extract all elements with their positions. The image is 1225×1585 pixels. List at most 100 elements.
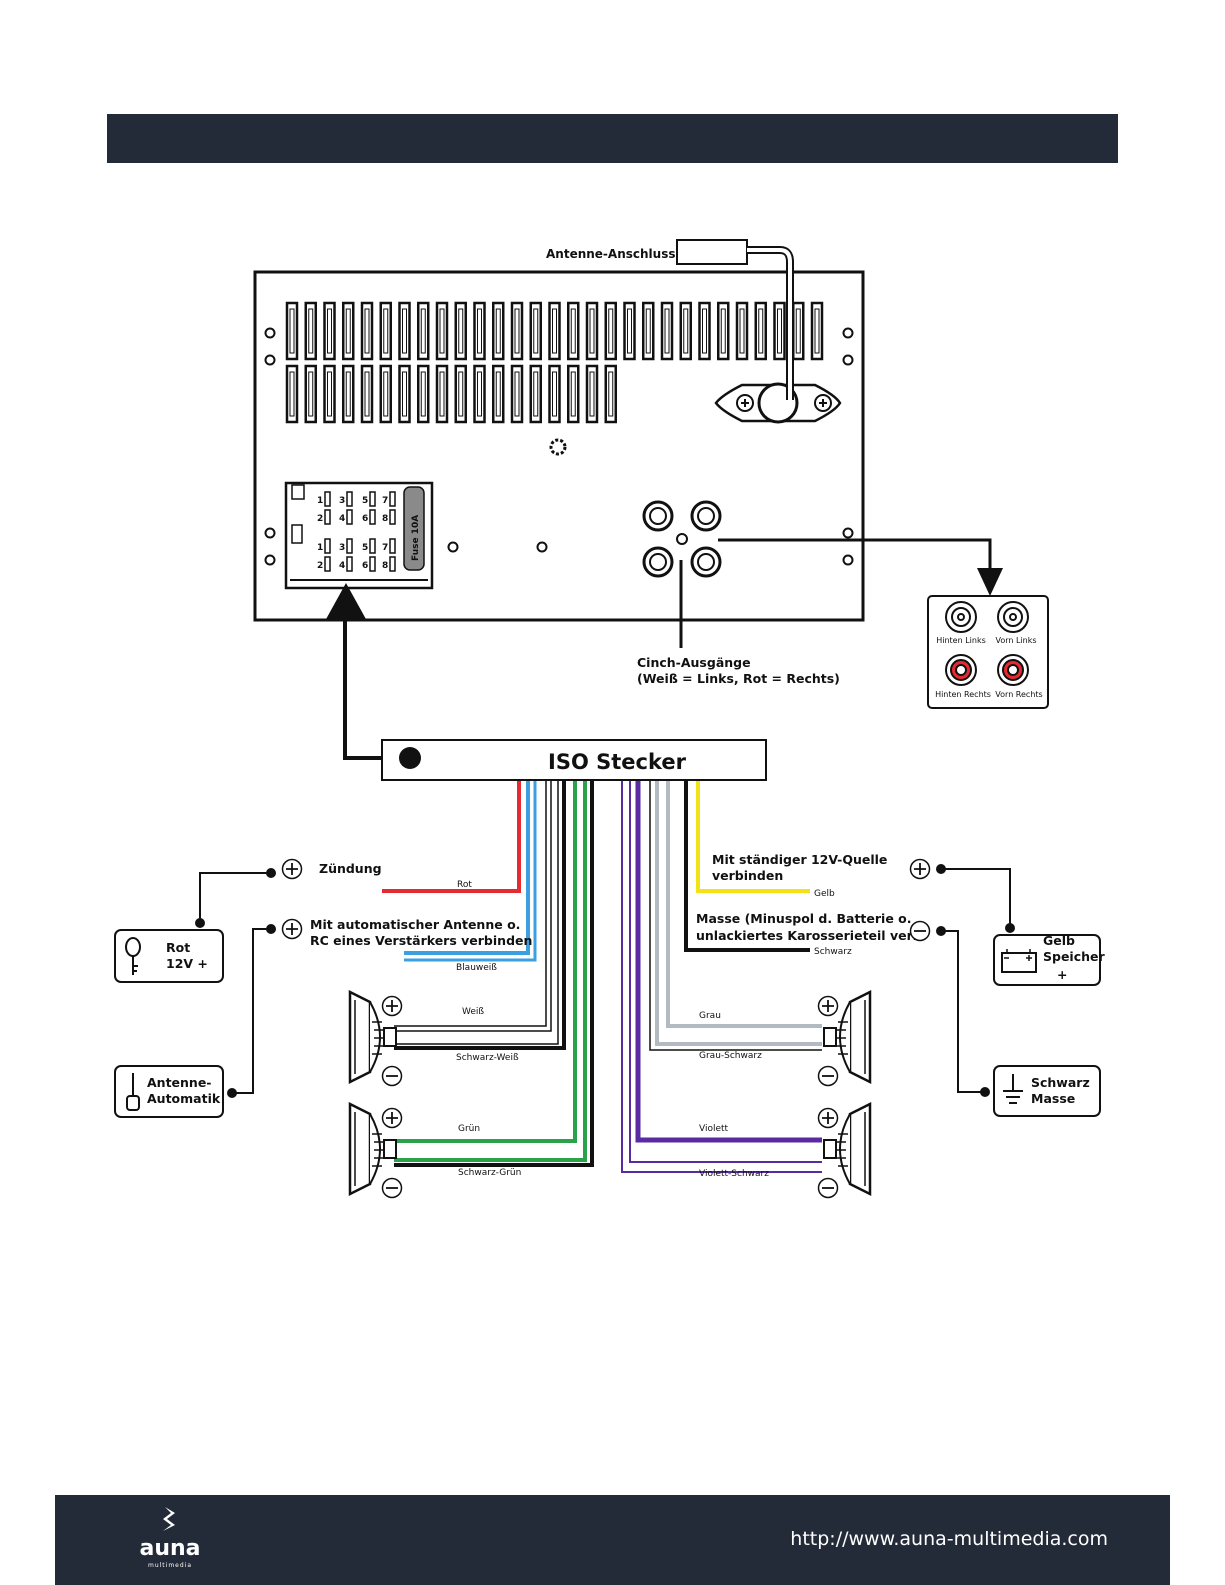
pin-slot xyxy=(346,509,353,525)
wire-label-grau: Grau xyxy=(699,1011,721,1021)
vent-slot xyxy=(473,364,486,424)
pin-slot xyxy=(389,556,396,572)
pin-slot xyxy=(369,509,376,525)
wire-label-blauweiss: Blauweiß xyxy=(456,963,497,973)
battery-box-line1: Gelb xyxy=(1043,933,1075,948)
mounting-holes xyxy=(264,327,854,566)
vent-slot xyxy=(285,301,299,361)
vent-slot xyxy=(567,301,580,361)
pin-slot xyxy=(324,538,331,554)
vent-slot xyxy=(435,301,449,361)
svg-text:auna: auna xyxy=(139,1536,200,1561)
pin-slot xyxy=(369,538,376,554)
vent-slot xyxy=(417,301,430,361)
terminal-battery-plus xyxy=(909,858,1015,933)
auto-antenna-box-line1: Antenne- xyxy=(147,1075,212,1090)
terminal-antenna-plus xyxy=(227,918,303,1098)
vent-slot xyxy=(454,364,467,424)
cinch-label-line1: Cinch-Ausgänge xyxy=(637,655,751,670)
wire-label-gruen: Grün xyxy=(458,1124,480,1134)
pin-number: 4 xyxy=(339,561,345,571)
speaker-front-right xyxy=(817,989,872,1087)
pin-number: 1 xyxy=(317,496,323,506)
wire-violett xyxy=(621,781,822,1173)
ground-box: Schwarz Masse xyxy=(993,1065,1101,1117)
auna-logo: auna multimedia xyxy=(139,1507,201,1569)
ground-text-line1: Masse (Minuspol d. Batterie o. xyxy=(696,911,912,926)
vent-slot xyxy=(735,301,749,361)
iso-plug-dot xyxy=(399,747,421,769)
rca-label-rear-right: Hinten Rechts xyxy=(935,690,991,699)
constant-12v-text-line2: verbinden xyxy=(712,868,783,883)
iso-plug-box xyxy=(381,739,767,781)
wire-gruen xyxy=(394,781,577,1143)
wire-schwarz-weiss xyxy=(394,781,566,1050)
key-box-line2: 12V + xyxy=(166,956,208,971)
vent-slot xyxy=(379,301,392,361)
vent-slot xyxy=(342,301,355,361)
ignition-label: Zündung xyxy=(319,861,382,876)
key-box-line1: Rot xyxy=(166,940,190,955)
pin-number: 3 xyxy=(339,543,345,553)
vent-slot xyxy=(529,301,542,361)
vent-slot xyxy=(323,301,336,361)
pin-slot xyxy=(346,491,353,507)
vent-slot xyxy=(754,301,767,361)
vent-slot xyxy=(773,301,786,361)
pin-number: 3 xyxy=(339,496,345,506)
vent-slot xyxy=(623,301,636,361)
rca-output-box: Hinten Links Vorn Links Hinten Rechts Vo… xyxy=(927,595,1049,709)
vent-slot xyxy=(698,301,711,361)
rca-label-front-right: Vorn Rechts xyxy=(995,690,1042,699)
vent-slot xyxy=(285,364,299,424)
gear-icon xyxy=(549,438,567,456)
battery-box-line2: Speicher xyxy=(1043,949,1105,964)
iso-to-unit-arrowhead xyxy=(325,583,367,621)
iso-plug-label: ISO Stecker xyxy=(548,750,687,774)
wire-label-grau-schwarz: Grau-Schwarz xyxy=(699,1051,762,1061)
antenna-socket xyxy=(714,382,842,424)
rca-label-rear-left: Hinten Links xyxy=(936,636,986,645)
vent-slot xyxy=(398,364,411,424)
wire-weiss xyxy=(394,781,552,1032)
battery-box: Gelb Speicher + xyxy=(993,933,1105,986)
vent-slots-top-row xyxy=(285,301,824,361)
svg-text:multimedia: multimedia xyxy=(148,1562,192,1569)
key-icon xyxy=(125,937,141,975)
footer-bar: auna multimedia http://www.auna-multimed… xyxy=(55,1495,1170,1585)
pin-slot xyxy=(369,556,376,572)
footer-url-link[interactable]: http://www.auna-multimedia.com xyxy=(790,1528,1108,1550)
ground-text-line2: unlackiertes Karosserieteil verb. xyxy=(696,928,926,943)
pin-number: 7 xyxy=(382,543,388,553)
vent-slot xyxy=(604,301,617,361)
vent-slot xyxy=(323,364,336,424)
wiring-diagram: Antenne-Anschluss Fuse 10A 1234567812345… xyxy=(114,239,1105,1199)
ground-box-line2: Masse xyxy=(1031,1091,1075,1106)
wire-label-schwarz-gruen: Schwarz-Grün xyxy=(458,1168,521,1178)
pin-number: 7 xyxy=(382,496,388,506)
ground-icon xyxy=(1003,1074,1023,1104)
vent-slots-bottom-row xyxy=(285,364,617,424)
wire-label-gelb: Gelb xyxy=(814,889,835,899)
pin-number: 4 xyxy=(339,514,345,524)
wire-label-schwarz: Schwarz xyxy=(814,947,852,957)
speaker-rear-right xyxy=(817,1101,872,1199)
vent-slot xyxy=(304,364,317,424)
pin-slot xyxy=(389,509,396,525)
vent-slot xyxy=(379,364,392,424)
pin-slot xyxy=(389,491,396,507)
vent-slot xyxy=(454,301,467,361)
vent-slot xyxy=(679,301,692,361)
antenna-icon xyxy=(126,1073,140,1111)
cinch-label-line2: (Weiß = Links, Rot = Rechts) xyxy=(637,671,840,686)
wire-grau-schwarz xyxy=(649,781,822,1051)
terminal-ground-minus xyxy=(909,920,990,1097)
wire-blauweiss xyxy=(404,781,537,962)
auto-antenna-text-line1: Mit automatischer Antenne o. xyxy=(310,917,520,932)
pin-number: 1 xyxy=(317,543,323,553)
pin-number: 5 xyxy=(362,496,368,506)
vent-slot xyxy=(792,301,805,361)
auto-antenna-text-line2: RC eines Verstärkers verbinden xyxy=(310,933,532,948)
